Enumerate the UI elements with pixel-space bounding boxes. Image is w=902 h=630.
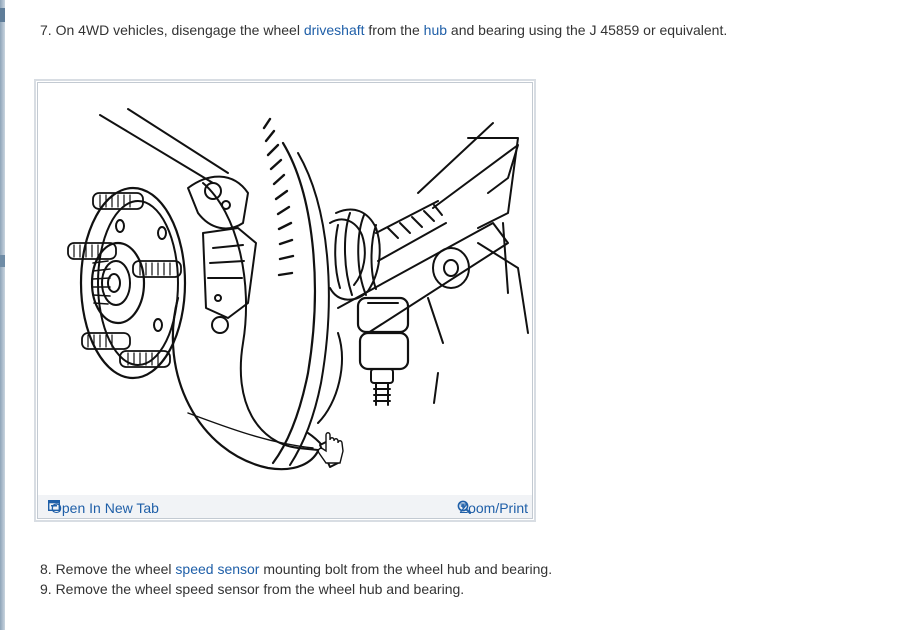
hub-bearing-illustration (67, 108, 529, 471)
zoom-print-button[interactable]: Zoom/Print (457, 500, 528, 516)
step-7-text: 7. On 4WD vehicles, disengage the wheel … (40, 20, 727, 40)
open-in-new-tab-button[interactable]: Open In New Tab (48, 500, 159, 516)
left-rail (0, 0, 5, 630)
hub-link[interactable]: hub (423, 22, 448, 38)
open-in-new-tab-label: Open In New Tab (51, 500, 159, 516)
driveshaft-link[interactable]: driveshaft (303, 22, 365, 38)
figure-toolbar: Open In New Tab Zoom/Print (38, 495, 532, 518)
step-8-prefix: 8. Remove the wheel (40, 561, 176, 577)
rail-marker (0, 8, 5, 22)
step-7-prefix: 7. On 4WD vehicles, disengage the wheel (40, 22, 304, 38)
step-9-text: 9. Remove the wheel speed sensor from th… (40, 581, 465, 597)
step-7-suffix: and bearing using the J 45859 or equival… (447, 22, 728, 38)
zoom-print-label: Zoom/Print (459, 500, 528, 516)
step-8-suffix: mounting bolt from the wheel hub and bea… (259, 561, 553, 577)
step-7-middle: from the (364, 22, 424, 38)
figure-inner: Open In New Tab Zoom/Print (37, 82, 533, 519)
figure-frame: Open In New Tab Zoom/Print (34, 79, 536, 522)
step-8-text: 8. Remove the wheel speed sensor mountin… (40, 559, 552, 579)
speed-sensor-link[interactable]: speed sensor (175, 561, 260, 577)
hand-pointer-icon (317, 432, 344, 464)
rail-marker (0, 255, 5, 267)
